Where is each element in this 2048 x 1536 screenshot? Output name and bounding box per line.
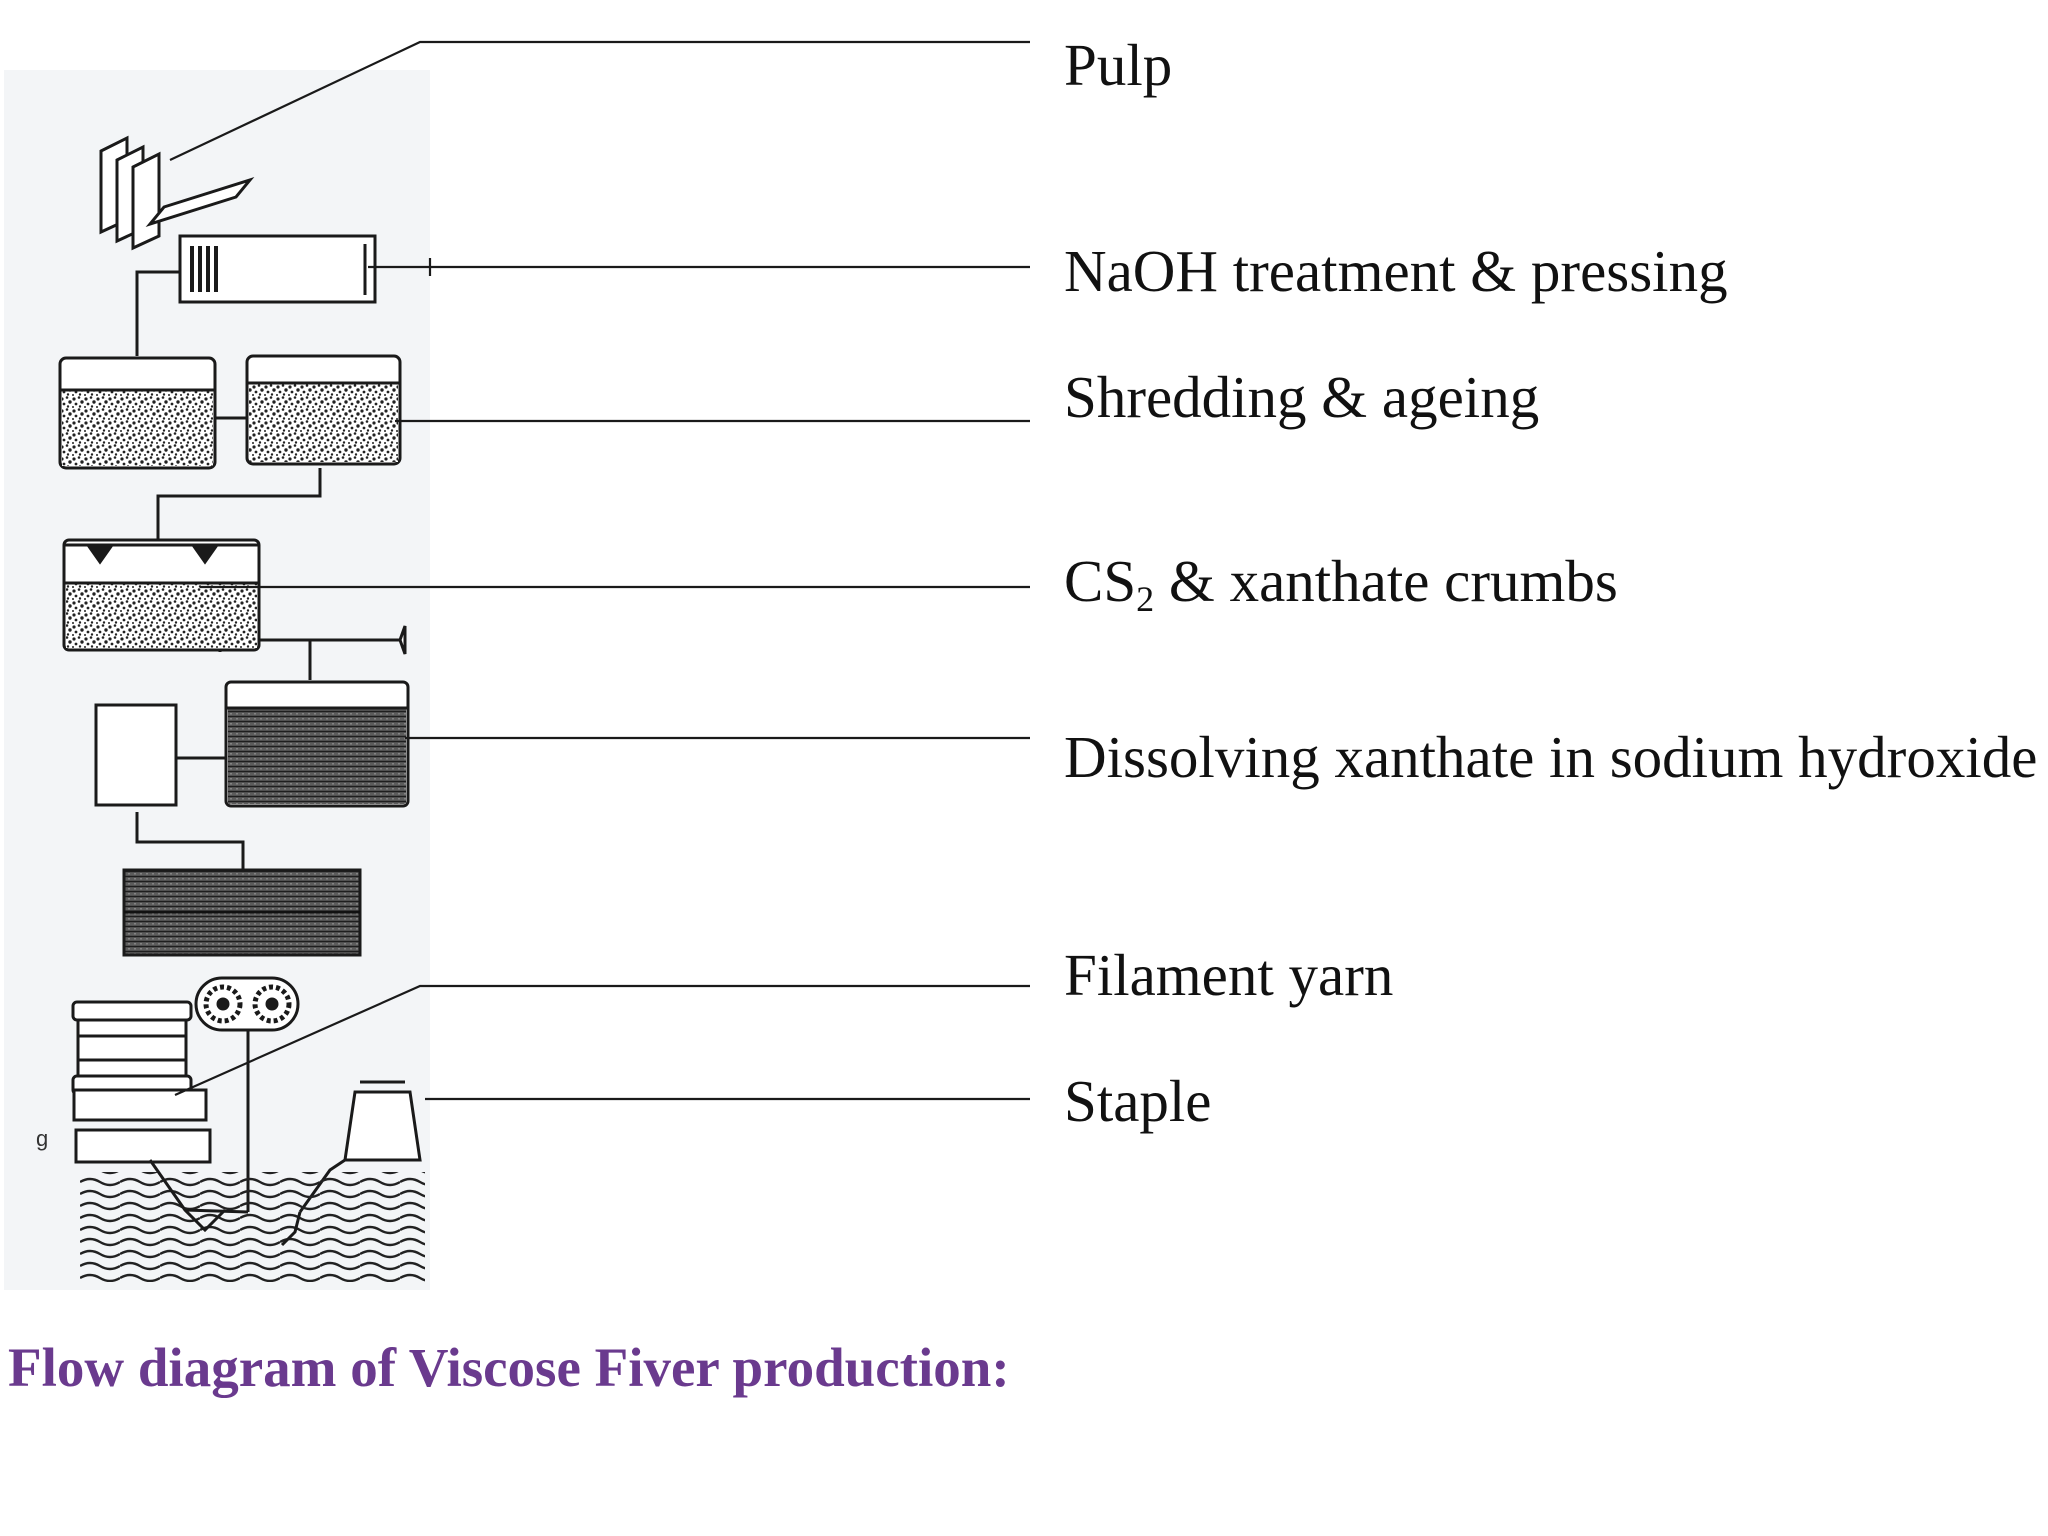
label-pulp: Pulp xyxy=(1064,32,1173,98)
label-naoh-treatment: NaOH treatment & pressing xyxy=(1064,238,1728,304)
leader-filament xyxy=(174,984,1030,1097)
label-staple: Staple xyxy=(1064,1068,1212,1134)
label-cs2-symbol: CS xyxy=(1064,548,1137,614)
leader-pulp xyxy=(169,40,1030,161)
label-cs2-rest: & xanthate crumbs xyxy=(1154,548,1618,614)
pulp-sheets xyxy=(99,135,255,251)
spinning-pump xyxy=(194,976,300,1032)
xanthation-churn xyxy=(62,538,261,652)
stray-mark: g xyxy=(36,1126,48,1151)
ripening-filter xyxy=(122,868,362,957)
label-shredding-ageing: Shredding & ageing xyxy=(1064,368,1539,427)
filament-bobbins xyxy=(71,1000,212,1164)
shredding-tanks xyxy=(58,354,402,470)
figure-caption: Flow diagram of Viscose Fiver production… xyxy=(8,1337,1010,1398)
label-cs2-subscript: 2 xyxy=(1136,579,1155,619)
leader-lines xyxy=(169,40,1030,1101)
dissolver xyxy=(94,625,410,808)
spinning-bath xyxy=(80,1159,425,1282)
label-dissolving: Dissolving xanthate in sodium hydroxide xyxy=(1064,724,2038,790)
naoh-press xyxy=(178,234,377,304)
label-cs2-xanthate: CS2 & xanthate crumbs xyxy=(1064,552,1618,619)
label-shredding-text: Shredding & ageing xyxy=(1064,364,1540,430)
staple-cutter xyxy=(298,1080,422,1213)
label-filament-yarn: Filament yarn xyxy=(1064,942,1394,1008)
